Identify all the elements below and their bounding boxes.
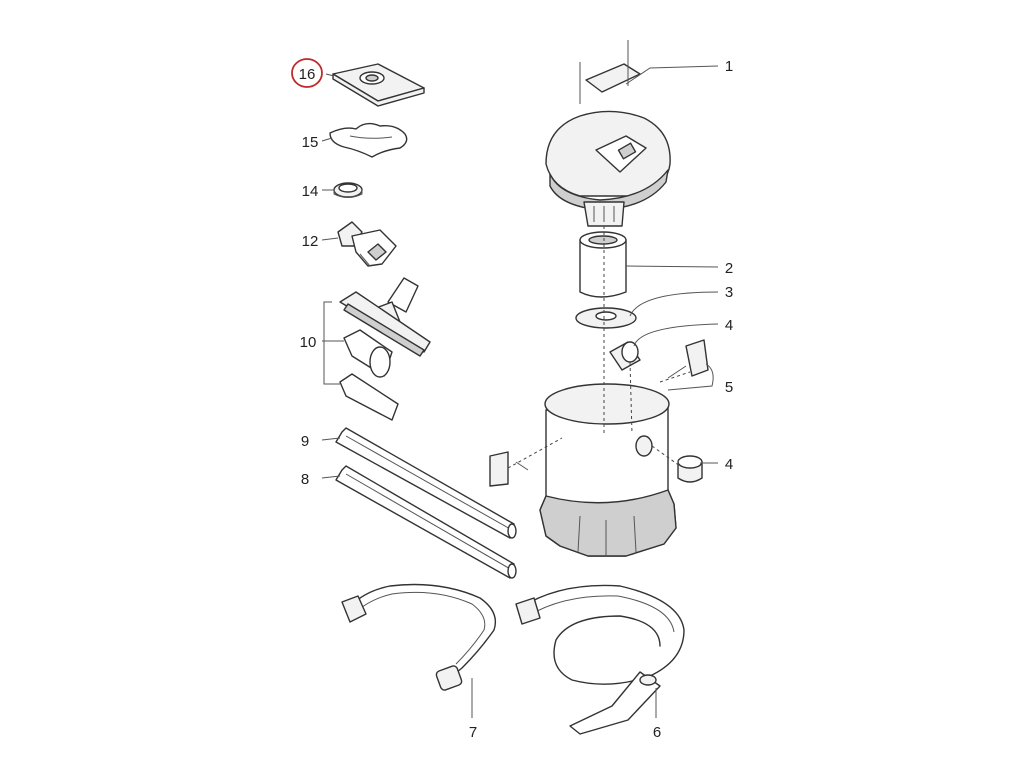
part-3-filter-disc[interactable] bbox=[575, 307, 637, 329]
part-5-clips[interactable] bbox=[489, 339, 709, 487]
callout-3: 3 bbox=[725, 284, 733, 301]
part-4-cap[interactable] bbox=[677, 455, 703, 483]
callout-16-highlight bbox=[291, 58, 323, 88]
part-1-motor-head[interactable] bbox=[545, 40, 671, 227]
part-4-float-valve[interactable] bbox=[609, 341, 641, 371]
callout-labels: 16 15 14 12 10 9 8 7 6 1 2 3 4 5 4 bbox=[291, 58, 733, 741]
callout-4-bottom: 4 bbox=[725, 456, 733, 473]
container-tank bbox=[539, 383, 677, 557]
callout-2: 2 bbox=[725, 260, 733, 277]
callout-5: 5 bbox=[725, 379, 733, 396]
part-9-suction-tube[interactable] bbox=[335, 427, 517, 539]
callout-16: 16 bbox=[299, 66, 316, 83]
callout-15: 15 bbox=[302, 134, 319, 151]
part-2-cartridge-filter[interactable] bbox=[579, 231, 627, 298]
callout-12: 12 bbox=[302, 233, 319, 250]
assembly-lines bbox=[507, 226, 691, 469]
callout-8: 8 bbox=[301, 471, 309, 488]
part-8-suction-tube[interactable] bbox=[335, 465, 517, 579]
part-10-floor-nozzle-set[interactable] bbox=[339, 277, 431, 421]
callout-9: 9 bbox=[301, 433, 309, 450]
part-12-nozzle[interactable] bbox=[337, 221, 397, 267]
callout-10: 10 bbox=[300, 334, 317, 351]
callout-14: 14 bbox=[302, 183, 319, 200]
part-6-suction-hose[interactable] bbox=[515, 584, 685, 735]
leader-lines bbox=[321, 65, 719, 718]
callout-4-top: 4 bbox=[725, 317, 733, 334]
callout-7: 7 bbox=[469, 724, 477, 741]
part-16-filter-bag[interactable] bbox=[332, 63, 425, 107]
part-7-suction-hose[interactable] bbox=[341, 583, 497, 692]
callout-6: 6 bbox=[653, 724, 661, 741]
part-14-ring[interactable] bbox=[333, 182, 363, 198]
part-15-filter-cloth[interactable] bbox=[329, 122, 408, 158]
callout-1: 1 bbox=[725, 58, 733, 75]
